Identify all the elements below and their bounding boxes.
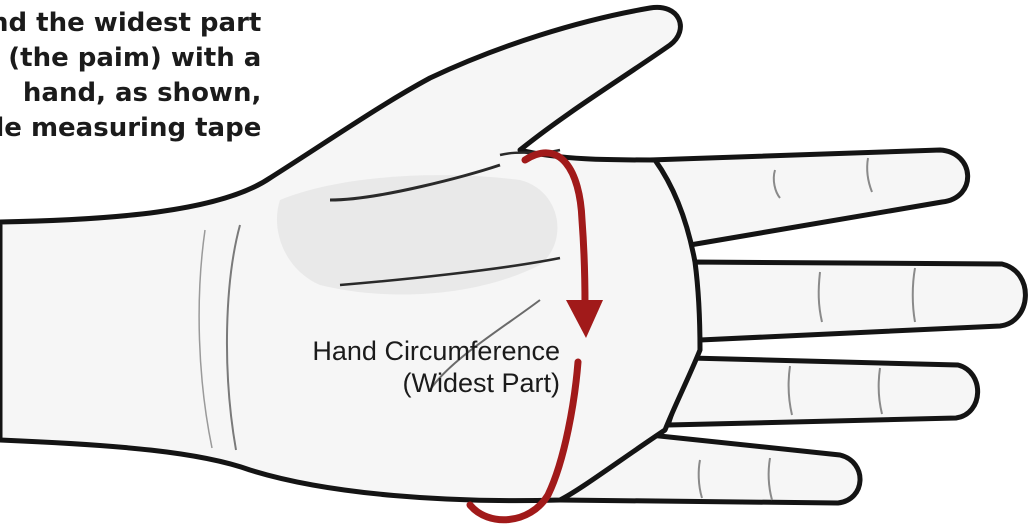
hand-circumference-label: Hand Circumference (Widest Part): [200, 335, 560, 399]
instructions-text: nd the widest part (the paim) with a han…: [0, 6, 261, 146]
callout-line-2: (Widest Part): [200, 367, 560, 399]
index-finger: [650, 150, 968, 245]
ring-finger: [668, 358, 978, 425]
instructions-line-2: (the paim) with a: [0, 41, 261, 76]
callout-line-1: Hand Circumference: [200, 335, 560, 367]
instructions-line-3: hand, as shown,: [0, 76, 261, 111]
instructions-line-1: nd the widest part: [0, 6, 261, 41]
middle-finger: [690, 262, 1025, 340]
instructions-line-4: le measuring tape: [0, 111, 261, 146]
